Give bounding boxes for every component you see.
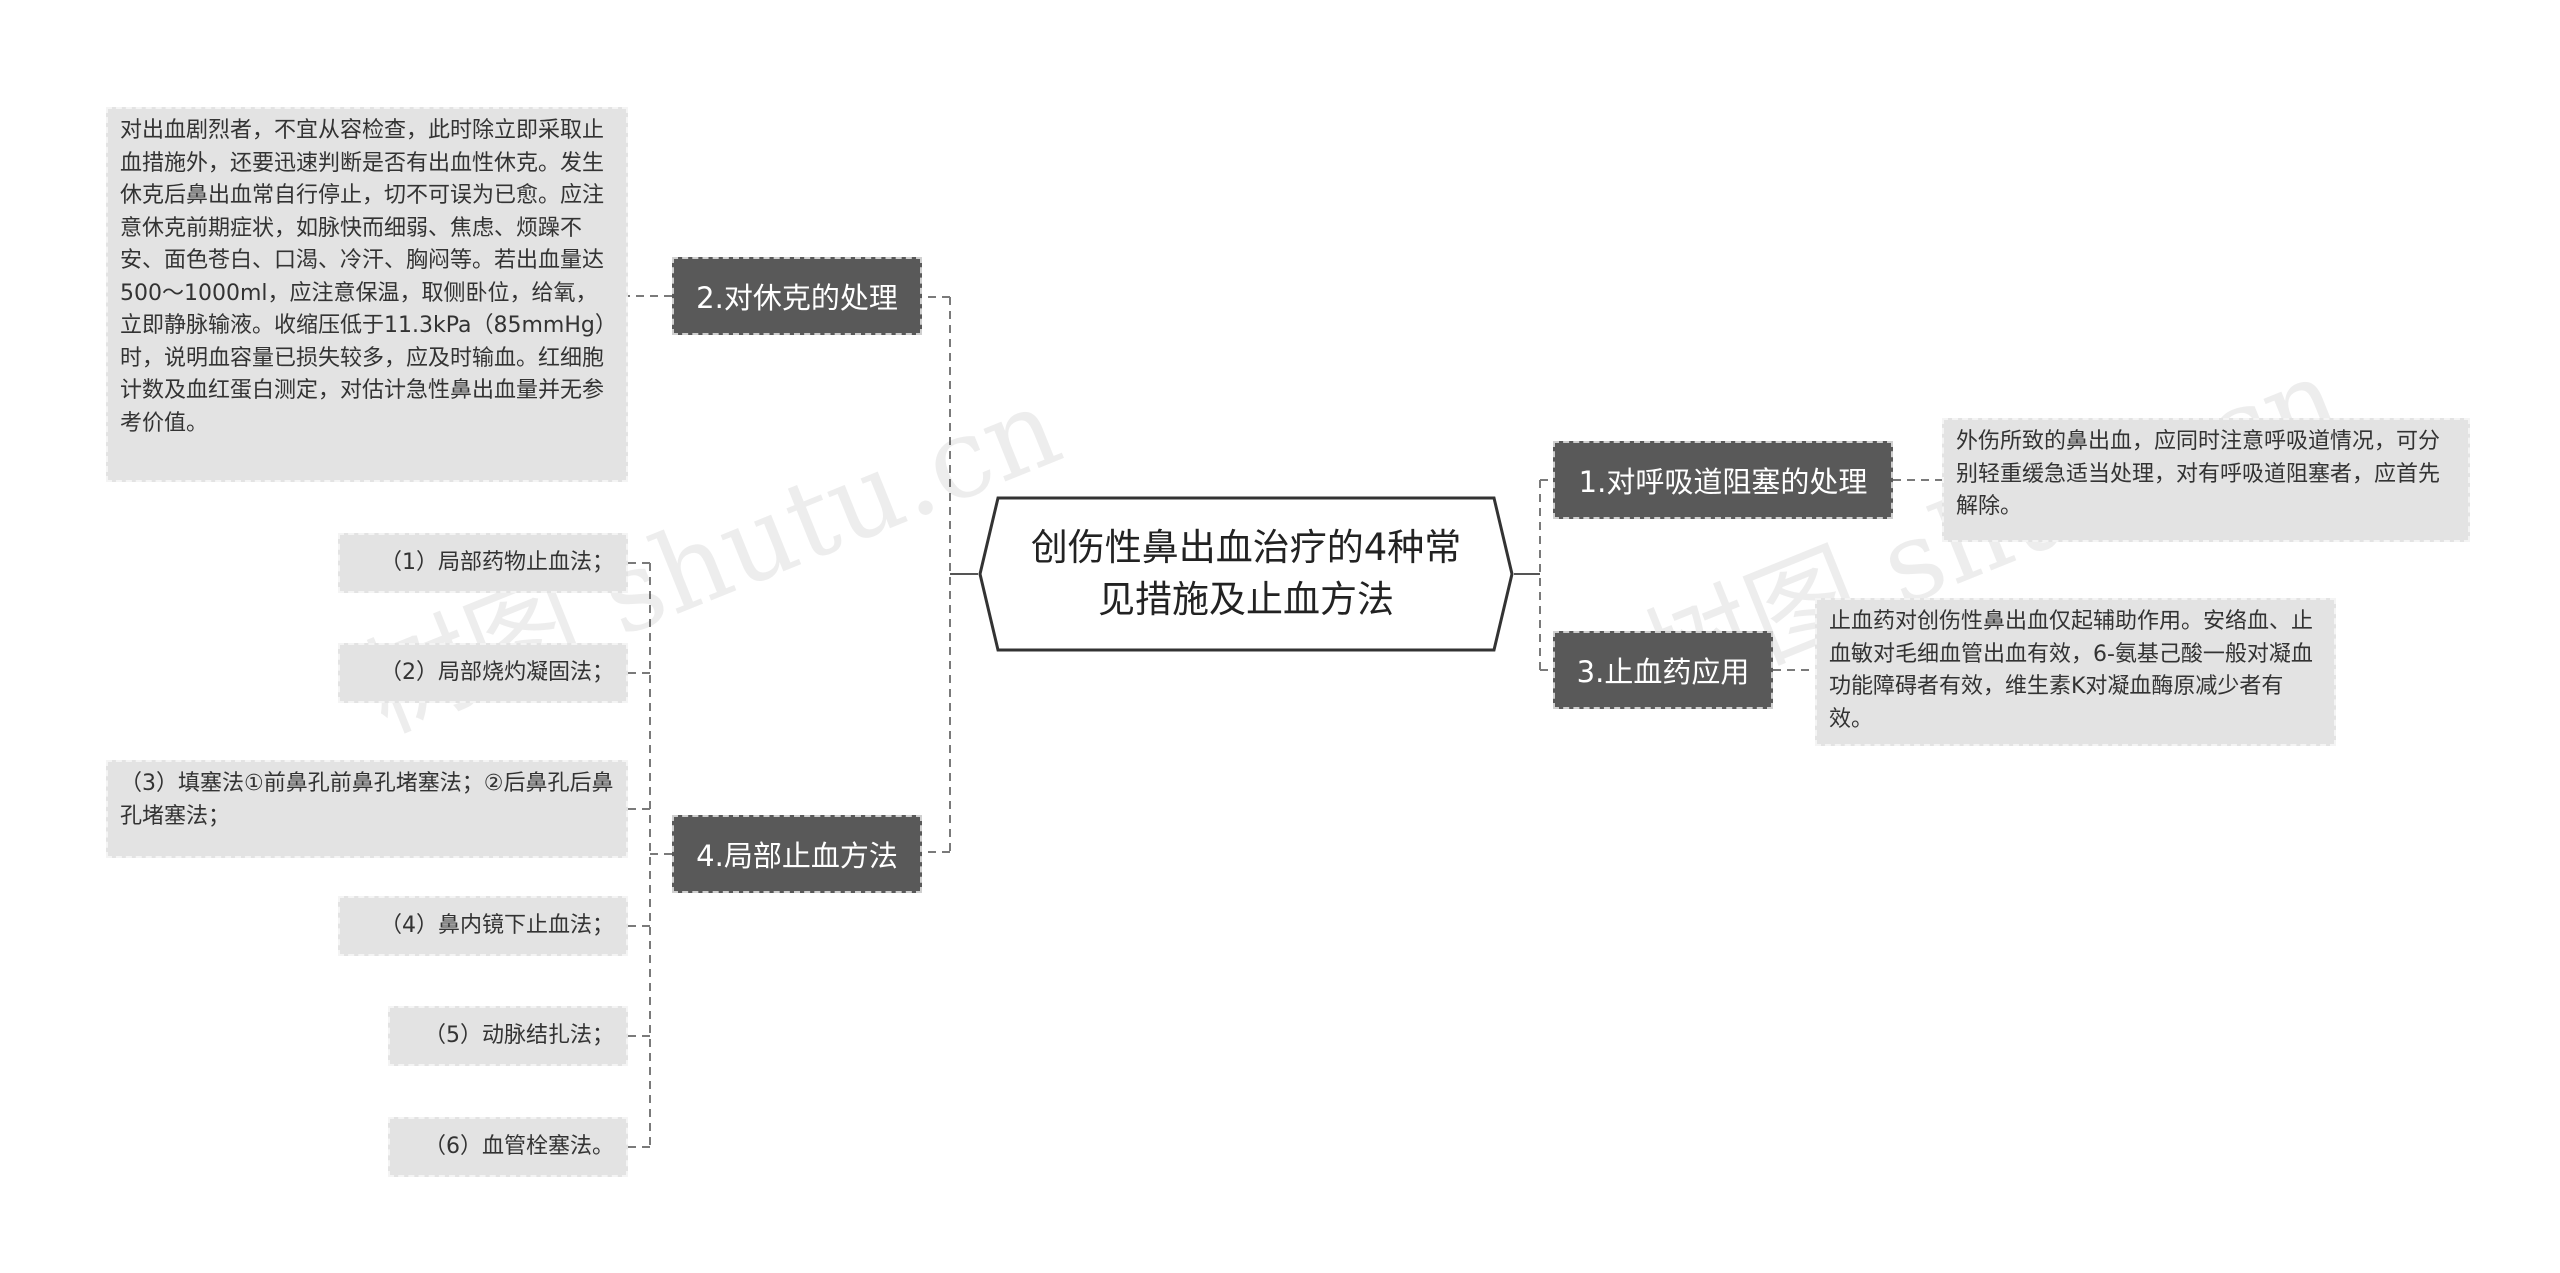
- root-title: 创伤性鼻出血治疗的4种常见措施及止血方法: [1030, 526, 1462, 621]
- branch-local-hemostasis[interactable]: 4.局部止血方法: [672, 815, 922, 893]
- list-item-cauterization: （2）局部烧灼凝固法；: [338, 643, 628, 703]
- branch-airway-obstruction[interactable]: 1.对呼吸道阻塞的处理: [1553, 441, 1893, 519]
- root-topic[interactable]: 创伤性鼻出血治疗的4种常见措施及止血方法: [978, 496, 1514, 652]
- list-item-embolization: （6）血管栓塞法。: [388, 1117, 628, 1177]
- list-item-artery-ligation: （5）动脉结扎法；: [388, 1006, 628, 1066]
- detail-shock-treatment: 对出血剧烈者，不宜从容检查，此时除立即采取止血措施外，还要迅速判断是否有出血性休…: [106, 107, 628, 482]
- detail-airway-obstruction: 外伤所致的鼻出血，应同时注意呼吸道情况，可分别轻重缓急适当处理，对有呼吸道阻塞者…: [1942, 418, 2470, 542]
- list-item-packing: （3）填塞法①前鼻孔前鼻孔堵塞法；②后鼻孔后鼻孔堵塞法；: [106, 760, 628, 858]
- root-hexagon-shape: [978, 496, 1514, 652]
- list-item-endoscopic: （4）鼻内镜下止血法；: [338, 896, 628, 956]
- branch-hemostatic-drugs[interactable]: 3.止血药应用: [1553, 631, 1773, 709]
- list-item-local-drug: （1）局部药物止血法；: [338, 533, 628, 593]
- branch-shock-treatment[interactable]: 2.对休克的处理: [672, 257, 922, 335]
- detail-hemostatic-drugs: 止血药对创伤性鼻出血仅起辅助作用。安络血、止血敏对毛细血管出血有效，6-氨基己酸…: [1815, 598, 2336, 746]
